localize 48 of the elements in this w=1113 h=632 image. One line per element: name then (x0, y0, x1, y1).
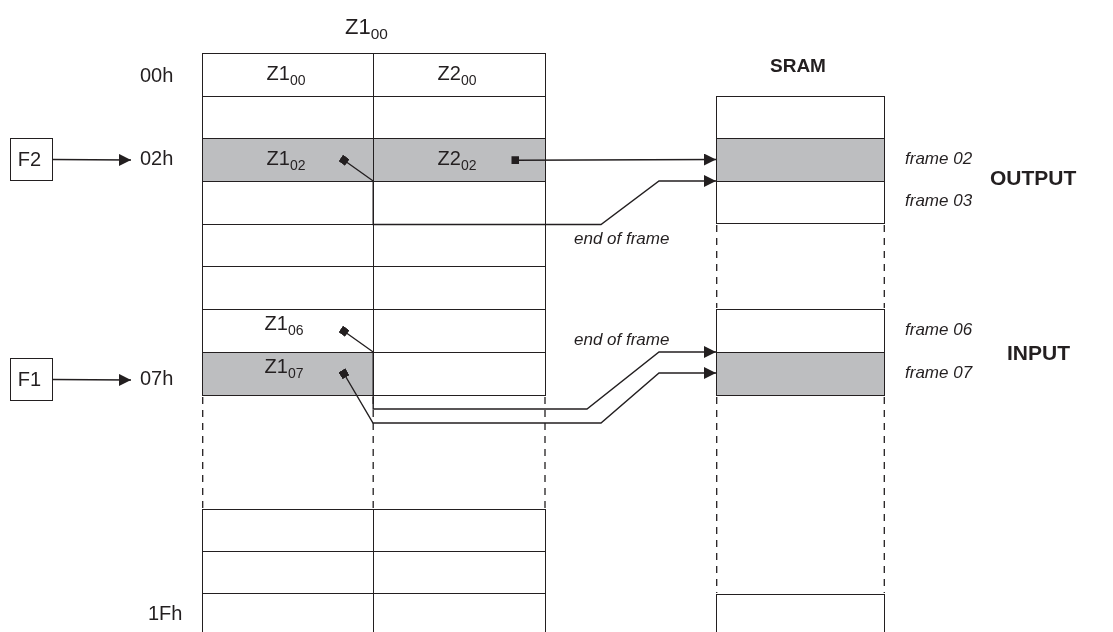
memory-cell (202, 181, 374, 226)
arrow (338, 325, 717, 410)
address-label: 07h (140, 367, 174, 390)
frame-label: frame 07 (905, 362, 973, 383)
frame-label: frame 02 (905, 149, 973, 170)
memory-cell (202, 509, 374, 553)
arrow (338, 367, 717, 424)
section-label: OUTPUT (990, 166, 1077, 190)
sram-row (716, 181, 885, 224)
pointer-box: F1 (10, 358, 53, 401)
memory-cell (202, 551, 374, 595)
memory-cell (372, 593, 546, 632)
sram-row (716, 352, 885, 396)
memory-heading: SRAM (770, 55, 826, 77)
sram-row (716, 309, 885, 354)
memory-cell: Z1$_{06}$ (202, 309, 374, 354)
pointer-box: F2 (10, 138, 53, 181)
frame-label: frame 03 (905, 191, 973, 212)
arrow (338, 154, 717, 226)
memory-cell: Z1$_{07}$ (202, 352, 374, 396)
address-label: 00h (140, 64, 174, 87)
memory-cell (372, 224, 546, 268)
memory-cell (202, 224, 374, 268)
sram-row (716, 594, 885, 632)
arrow (511, 153, 717, 166)
sram-row (716, 138, 885, 183)
memory-cell: Z2$_{02}$ (372, 138, 546, 183)
memory-cell (372, 96, 546, 140)
arrow (52, 373, 132, 386)
address-label: 1Fh (148, 602, 183, 625)
memory-cell (202, 266, 374, 311)
memory-cell (202, 96, 374, 140)
memory-cell (372, 181, 546, 226)
section-label: INPUT (1007, 341, 1070, 365)
memory-cell (372, 352, 546, 396)
frame-label: frame 06 (905, 320, 973, 341)
address-label: 02h (140, 147, 174, 170)
memory-cell (202, 593, 374, 632)
memory-cell (372, 509, 546, 553)
memory-cell (372, 309, 546, 354)
memory-cell: Z1$_{00}$ (202, 53, 374, 98)
sram-row (716, 96, 885, 140)
memory-cell (372, 551, 546, 595)
memory-cell: Z2$_{00}$ (372, 53, 546, 98)
memory-cell: Z1$_{02}$ (202, 138, 374, 183)
memory-cell (372, 266, 546, 311)
column-heading: Z1$_{00}$ (345, 14, 388, 44)
arrow (52, 153, 132, 166)
